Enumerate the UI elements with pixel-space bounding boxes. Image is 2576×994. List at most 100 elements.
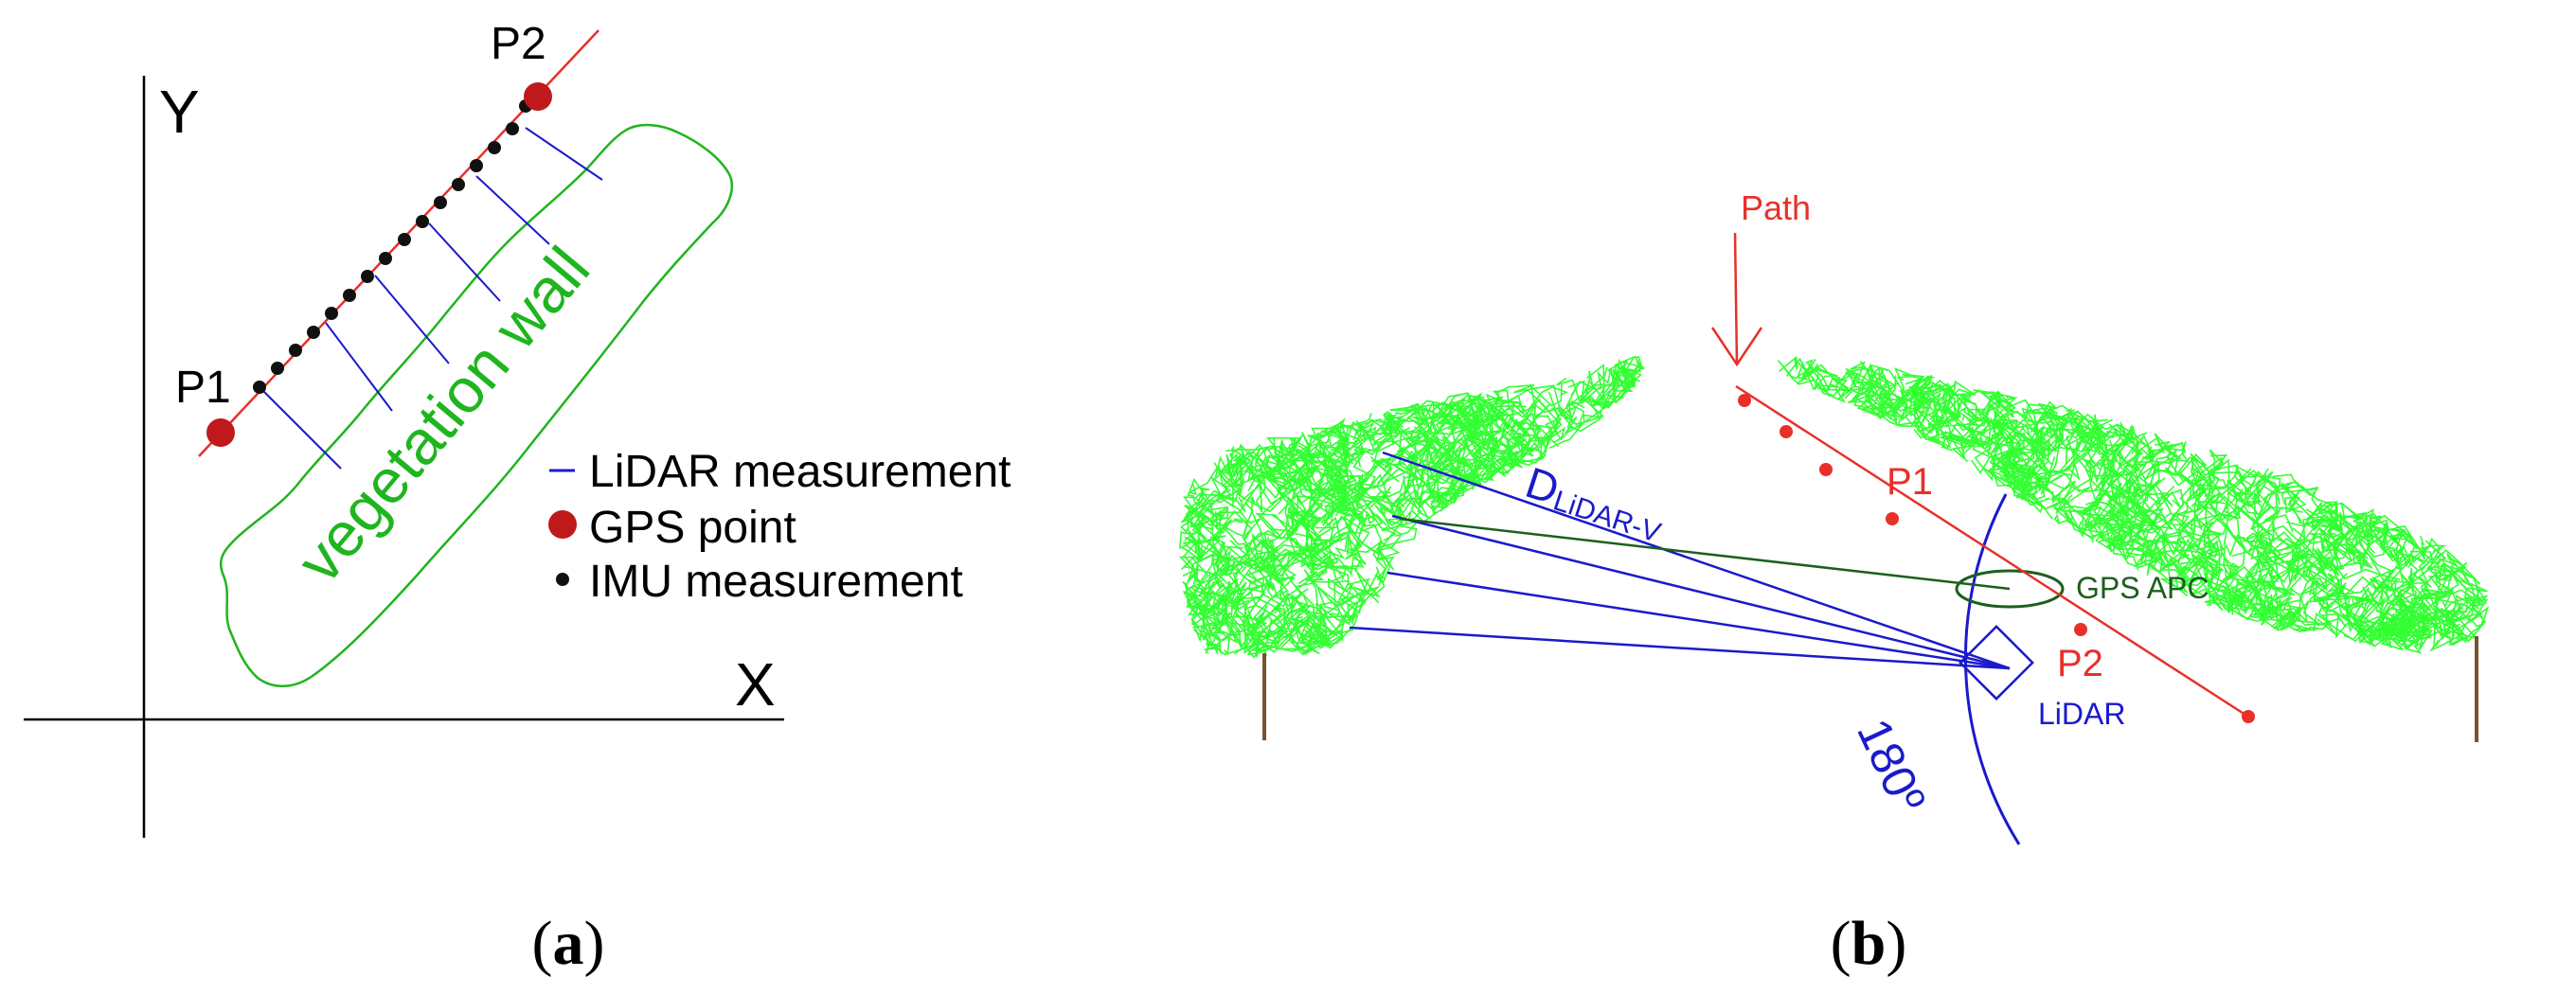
foliage-stroke <box>1509 422 1559 457</box>
foliage-stroke <box>1893 367 1937 408</box>
foliage-stroke <box>2400 542 2438 593</box>
foliage-stroke <box>2302 493 2339 526</box>
foliage-stroke <box>2317 529 2391 592</box>
foliage-stroke <box>1861 364 1896 419</box>
foliage-stroke <box>1817 367 1899 415</box>
foliage-stroke <box>2063 512 2139 571</box>
foliage-stroke <box>1570 358 1640 397</box>
foliage-stroke <box>2201 529 2252 594</box>
vegetation-left-foliage <box>1178 355 1646 659</box>
foliage-stroke <box>2122 434 2156 487</box>
foliage-stroke <box>2381 588 2431 628</box>
foliage-stroke <box>2019 435 2075 474</box>
lidar-rays <box>1349 451 2011 670</box>
foliage-stroke <box>1346 490 1391 556</box>
foliage-stroke <box>1497 435 1550 469</box>
foliage-stroke <box>2243 468 2271 523</box>
foliage-stroke <box>1512 398 1563 443</box>
foliage-stroke <box>1489 437 1545 470</box>
foliage-stroke <box>1272 605 1294 643</box>
foliage-stroke <box>2252 516 2344 593</box>
foliage-stroke <box>1833 371 1865 400</box>
foliage-stroke <box>2317 539 2375 577</box>
foliage-stroke <box>1199 495 1249 538</box>
gps-point-p1 <box>206 418 235 447</box>
foliage-stroke <box>1185 584 1218 630</box>
foliage-stroke <box>1180 492 1212 546</box>
gps-apc-label: GPS APC <box>2076 571 2209 605</box>
vegetation-wall-outline <box>219 123 734 687</box>
legend-gps-swatch <box>548 510 577 539</box>
foliage-stroke <box>2078 456 2114 522</box>
foliage-stroke <box>2001 438 2050 487</box>
foliage-stroke <box>1243 464 1324 505</box>
foliage-stroke <box>1299 511 1329 557</box>
foliage-stroke <box>1288 509 1316 570</box>
foliage-stroke <box>2245 548 2305 601</box>
lidar-label: LiDAR <box>2038 697 2125 731</box>
legend-imu-swatch <box>556 573 569 586</box>
foliage-stroke <box>2334 520 2425 566</box>
foliage-stroke <box>2006 441 2033 498</box>
foliage-stroke <box>2333 577 2396 632</box>
foliage-stroke <box>1341 419 1373 468</box>
foliage-stroke <box>2021 480 2076 514</box>
path-label: Path <box>1741 188 1811 227</box>
foliage-stroke <box>1437 476 1478 513</box>
foliage-stroke <box>2043 417 2081 482</box>
foliage-stroke <box>2156 443 2207 489</box>
foliage-stroke <box>1379 506 1420 548</box>
path-line <box>1735 384 2249 719</box>
foliage-stroke <box>1191 554 1253 626</box>
foliage-stroke <box>1974 446 2018 482</box>
foliage-stroke <box>1924 380 1977 437</box>
foliage-stroke <box>1459 406 1530 446</box>
foliage-stroke <box>1444 437 1546 474</box>
foliage-stroke <box>1305 502 1334 577</box>
legend-gps-label: GPS point <box>589 503 796 553</box>
foliage-stroke <box>1390 406 1445 478</box>
foliage-stroke <box>2352 596 2396 637</box>
foliage-stroke <box>2115 434 2187 470</box>
foliage-stroke <box>1333 534 1365 580</box>
foliage-stroke <box>1980 391 2011 447</box>
foliage-stroke <box>2203 546 2261 591</box>
foliage-stroke <box>1326 484 1376 552</box>
p2-label: P2 <box>491 19 546 69</box>
foliage-stroke <box>1983 448 2029 492</box>
caption-b: (b) <box>1831 909 1907 978</box>
foliage-stroke <box>1361 408 1438 451</box>
foliage-stroke <box>2436 560 2474 600</box>
path-points <box>1738 394 2255 723</box>
foliage-stroke <box>2392 548 2481 610</box>
foliage-stroke <box>1290 481 1349 541</box>
foliage-stroke <box>2161 532 2222 576</box>
foliage-stroke <box>2449 608 2485 646</box>
foliage-stroke <box>1225 443 1277 478</box>
foliage-stroke <box>1377 497 1406 567</box>
foliage-stroke <box>2076 421 2148 453</box>
gps-apc-line <box>1399 517 2011 591</box>
foliage-stroke <box>2126 490 2182 527</box>
lidar-sensor <box>1959 625 2034 701</box>
foliage-stroke <box>2075 420 2130 479</box>
foliage-stroke <box>2206 567 2260 617</box>
foliage-stroke <box>1459 429 1508 484</box>
foliage-stroke <box>2232 486 2264 530</box>
foliage-stroke <box>2227 549 2294 584</box>
foliage-stroke <box>2358 610 2406 648</box>
foliage-stroke <box>1225 605 1268 639</box>
p1-label-b: P1 <box>1887 461 1933 503</box>
foliage-stroke <box>1273 438 1330 474</box>
foliage-stroke <box>1613 368 1636 393</box>
foliage-stroke <box>2083 510 2134 549</box>
y-axis-label: Y <box>159 78 200 146</box>
caption-a: (a) <box>532 909 605 978</box>
foliage-stroke <box>2110 504 2143 561</box>
foliage-stroke <box>1990 417 2052 466</box>
legend-imu-label: IMU measurement <box>589 557 963 607</box>
foliage-stroke <box>1288 620 1333 656</box>
foliage-stroke <box>1530 383 1585 435</box>
foliage-stroke <box>1556 370 1604 425</box>
